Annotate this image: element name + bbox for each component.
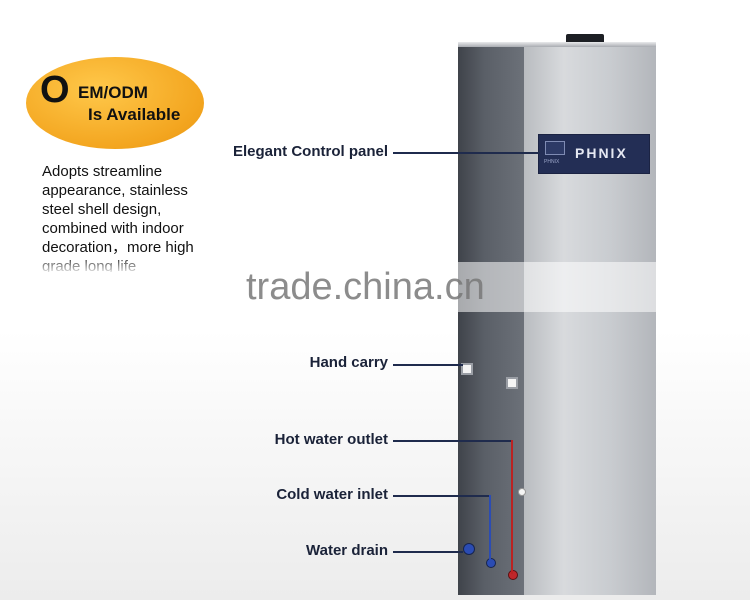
side-fitting [518,488,526,496]
leader-hot-water-outlet [393,440,511,442]
cabinet-side-face [458,45,524,595]
callout-cold-water-inlet: Cold water inlet [276,486,388,503]
panel-small-text: PHNIX [544,159,560,165]
hot-water-port [508,570,518,580]
watermark-band [235,262,750,312]
oem-odm-badge: O EM/ODM Is Available [26,57,204,149]
leader-control-panel [393,152,540,154]
watermark-text: trade.china.cn [246,266,485,308]
leader-hand-carry [393,364,463,366]
cabinet-top-edge [458,42,656,47]
callout-water-drain: Water drain [306,542,388,559]
callout-hot-water-outlet: Hot water outlet [274,431,388,448]
leader-water-drain [393,551,463,553]
heat-pump-water-heater: PHNIX PHNIX [458,30,658,595]
leader-cold-water-drop [489,495,491,561]
leader-cold-water-inlet [393,495,489,497]
hand-carry-handle-right [506,377,518,389]
hand-carry-handle-left [461,363,473,375]
cabinet-front-face [524,45,656,595]
badge-o-letter: O [40,69,70,111]
callout-control-panel: Elegant Control panel [232,143,388,160]
badge-line-1: EM/ODM [78,83,148,102]
cold-water-port [486,558,496,568]
badge-line-2: Is Available [88,105,181,124]
drain-port [463,543,475,555]
control-display [545,141,565,155]
control-panel: PHNIX PHNIX [538,134,650,174]
brand-logo: PHNIX [575,145,628,161]
leader-hot-water-drop [511,440,513,574]
description-fade-overlay [30,255,230,293]
callout-hand-carry: Hand carry [309,354,388,371]
